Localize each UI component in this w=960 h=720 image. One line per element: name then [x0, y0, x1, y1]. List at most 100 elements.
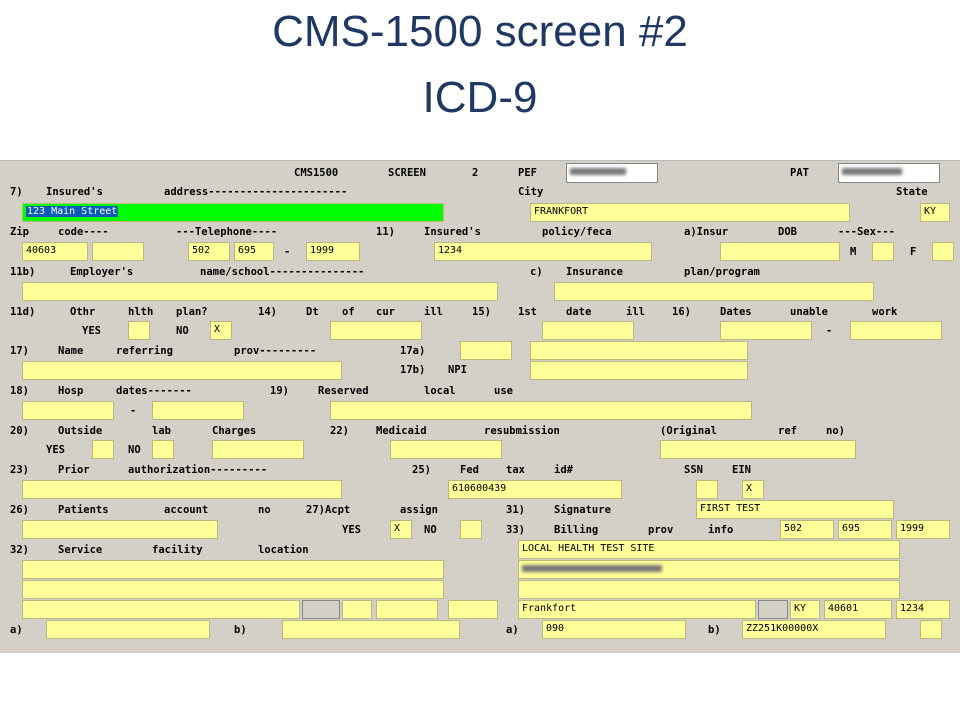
current-illness-date-field[interactable]: [330, 321, 422, 340]
medicaid-resub-code-field[interactable]: [390, 440, 502, 459]
outside-lab-no-field[interactable]: [152, 440, 174, 459]
address-label: address----------------------: [164, 186, 348, 198]
ssn-label: SSN: [684, 464, 703, 476]
sex-f-field[interactable]: [932, 242, 954, 261]
policy-field[interactable]: 1234: [434, 242, 652, 261]
no-26-label: no: [258, 504, 271, 516]
service-facility-state2-field[interactable]: [342, 600, 372, 619]
accept-assign-yes-field[interactable]: X: [390, 520, 412, 539]
yes-11d-field[interactable]: [128, 321, 150, 340]
insured-state-field[interactable]: KY: [920, 203, 950, 222]
phone-line-field[interactable]: 1999: [306, 242, 360, 261]
fed-tax-id-field[interactable]: 610600439: [448, 480, 622, 499]
yes-27-label: YES: [342, 524, 361, 536]
billing-provider-name-field[interactable]: LOCAL HEALTH TEST SITE: [518, 540, 900, 559]
billing-phone-prefix-field[interactable]: 695: [838, 520, 892, 539]
name-school-label: name/school---------------: [200, 266, 365, 278]
insurance-plan-field[interactable]: [554, 282, 874, 301]
insurance-label: Insurance: [566, 266, 623, 278]
hosp-label: Hosp: [58, 385, 84, 397]
tax-label: tax: [506, 464, 525, 476]
item-17a-qualifier-field[interactable]: [460, 341, 512, 360]
billing-phone-line-field[interactable]: 1999: [896, 520, 950, 539]
hlth-label: hlth: [128, 306, 154, 318]
billing-label: Billing: [554, 524, 599, 536]
item-15-label: 15): [472, 306, 491, 318]
lab-charges-field[interactable]: [212, 440, 304, 459]
billing-provider-other-id-field[interactable]: ZZ251K00000X: [742, 620, 886, 639]
unable-work-dash: -: [826, 325, 833, 337]
ein-label: EIN: [732, 464, 751, 476]
zip-field[interactable]: 40603: [22, 242, 88, 261]
service-facility-address-field[interactable]: [22, 580, 444, 599]
prior-authorization-field[interactable]: [22, 480, 342, 499]
reserved-label: Reserved: [318, 385, 369, 397]
unable-work-to-field[interactable]: [850, 321, 942, 340]
billing-state-spacer-field[interactable]: [758, 600, 788, 619]
sex-m-label: M: [850, 246, 857, 258]
referring-label: referring: [116, 345, 173, 357]
phone-prefix-field[interactable]: 695: [234, 242, 274, 261]
slide-subtitle: ICD-9: [422, 73, 538, 122]
reserved-local-use-field[interactable]: [330, 401, 752, 420]
item-22-label: 22): [330, 425, 349, 437]
service-facility-zip-field[interactable]: [376, 600, 438, 619]
original-ref-no-field[interactable]: [660, 440, 856, 459]
billing-provider-address2-field[interactable]: [518, 580, 900, 599]
billing-provider-npi-field[interactable]: 090: [542, 620, 686, 639]
billing-provider-address-field[interactable]: [518, 560, 900, 579]
patients-label: Patients: [58, 504, 109, 516]
billing-provider-city-field[interactable]: Frankfort: [518, 600, 756, 619]
sex-m-field[interactable]: [872, 242, 894, 261]
prov-label: prov---------: [234, 345, 317, 357]
billing-phone-area-field[interactable]: 502: [780, 520, 834, 539]
billing-provider-zip4-field[interactable]: 1234: [896, 600, 950, 619]
code-label: code----: [58, 226, 109, 238]
outside-label: Outside: [58, 425, 103, 437]
signature-field[interactable]: FIRST TEST: [696, 500, 894, 519]
billing-provider-state-field[interactable]: KY: [790, 600, 820, 619]
service-facility-name-field[interactable]: [22, 560, 444, 579]
accept-assign-no-field[interactable]: [460, 520, 482, 539]
zip-ext-field[interactable]: [92, 242, 144, 261]
pef-field[interactable]: [566, 163, 658, 183]
referring-npi-field[interactable]: [530, 361, 748, 380]
unable-work-from-field[interactable]: [720, 321, 812, 340]
insured-dob-field[interactable]: [720, 242, 840, 261]
item-7-label: 7): [10, 186, 23, 198]
service-facility-state-field[interactable]: [302, 600, 340, 619]
ein-checkbox-field[interactable]: X: [742, 480, 764, 499]
prov-33-label: prov: [648, 524, 674, 536]
screen-number: 2: [472, 167, 479, 179]
item-33-label: 33): [506, 524, 525, 536]
item-17a-field[interactable]: [530, 341, 748, 360]
pat-field[interactable]: [838, 163, 940, 183]
service-facility-city-field[interactable]: [22, 600, 300, 619]
service-facility-other-id-field[interactable]: [282, 620, 460, 639]
referring-provider-field[interactable]: [22, 361, 342, 380]
billing-provider-extra-field[interactable]: [920, 620, 942, 639]
account-label: account: [164, 504, 209, 516]
assign-label: assign: [400, 504, 438, 516]
employer-name-field[interactable]: [22, 282, 498, 301]
phone-area-field[interactable]: 502: [188, 242, 230, 261]
insured-address-field[interactable]: 123 Main Street: [22, 203, 444, 222]
info-label: info: [708, 524, 734, 536]
hosp-to-field[interactable]: [152, 401, 244, 420]
ssn-checkbox-field[interactable]: [696, 480, 718, 499]
telephone-label: ---Telephone----: [176, 226, 278, 238]
no-11d-field[interactable]: X: [210, 321, 232, 340]
service-facility-zip4-field[interactable]: [448, 600, 498, 619]
yes-20-label: YES: [46, 444, 65, 456]
item-23-label: 23): [10, 464, 29, 476]
dates-18-label: dates-------: [116, 385, 192, 397]
billing-provider-zip-field[interactable]: 40601: [824, 600, 892, 619]
first-illness-date-field[interactable]: [542, 321, 634, 340]
service-facility-npi-field[interactable]: [46, 620, 210, 639]
insured-city-field[interactable]: FRANKFORT: [530, 203, 850, 222]
hosp-from-field[interactable]: [22, 401, 114, 420]
patient-account-field[interactable]: [22, 520, 218, 539]
outside-lab-yes-field[interactable]: [92, 440, 114, 459]
form-name-label: CMS1500: [294, 167, 339, 179]
slide-title: CMS-1500 screen #2: [272, 7, 688, 56]
